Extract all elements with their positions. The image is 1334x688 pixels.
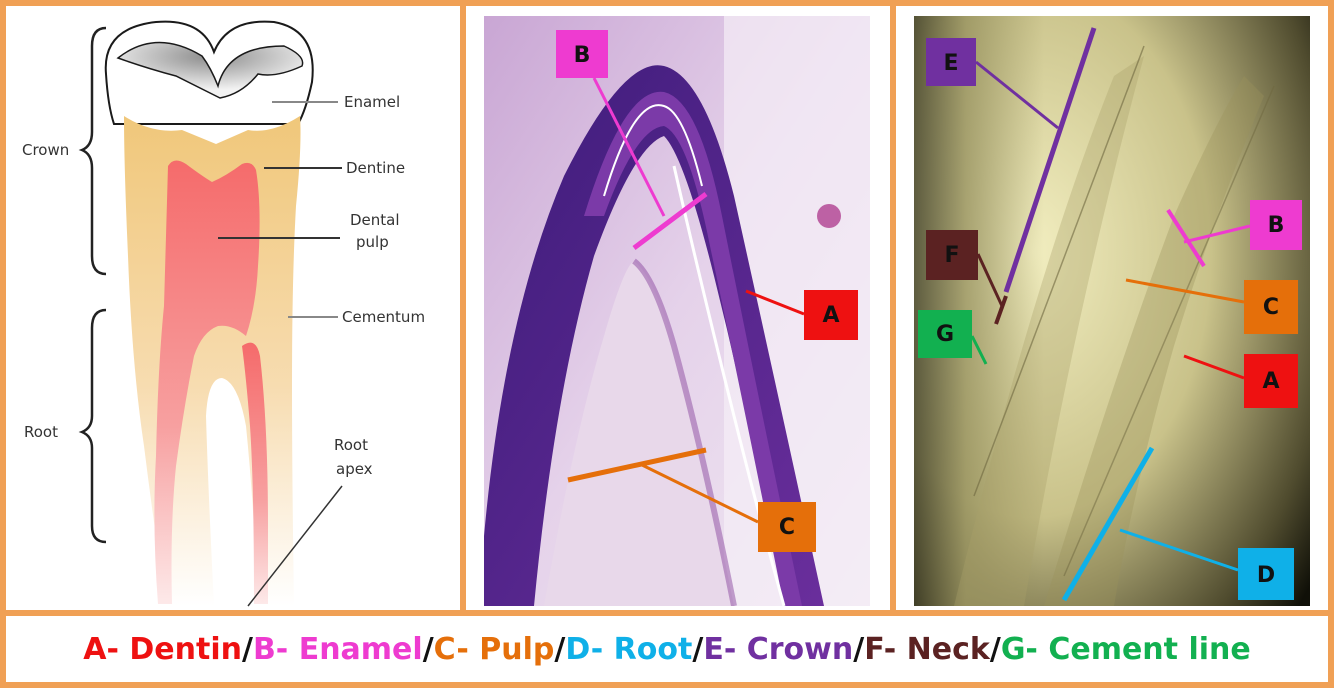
legend-separator: / (990, 632, 1001, 667)
panel-divider-2 (890, 0, 896, 614)
legend-item-crown: E- Crown (703, 632, 853, 667)
legend-item-pulp: C- Pulp (434, 632, 555, 667)
legend-separator: / (242, 632, 253, 667)
legend-item-root: D- Root (565, 632, 692, 667)
legend-item-cement-line: G- Cement line (1001, 632, 1251, 667)
legend-separator: / (423, 632, 434, 667)
legend-separator: / (853, 632, 864, 667)
legend-separator: / (554, 632, 565, 667)
legend-item-neck: F- Neck (864, 632, 990, 667)
legend: A- Dentin/ B- Enamel/ C- Pulp/ D- Root/ … (6, 616, 1328, 682)
legend-item-dentin: A- Dentin (83, 632, 242, 667)
legend-separator: / (692, 632, 703, 667)
legend-item-enamel: B- Enamel (253, 632, 423, 667)
panel-divider-1 (460, 0, 466, 614)
